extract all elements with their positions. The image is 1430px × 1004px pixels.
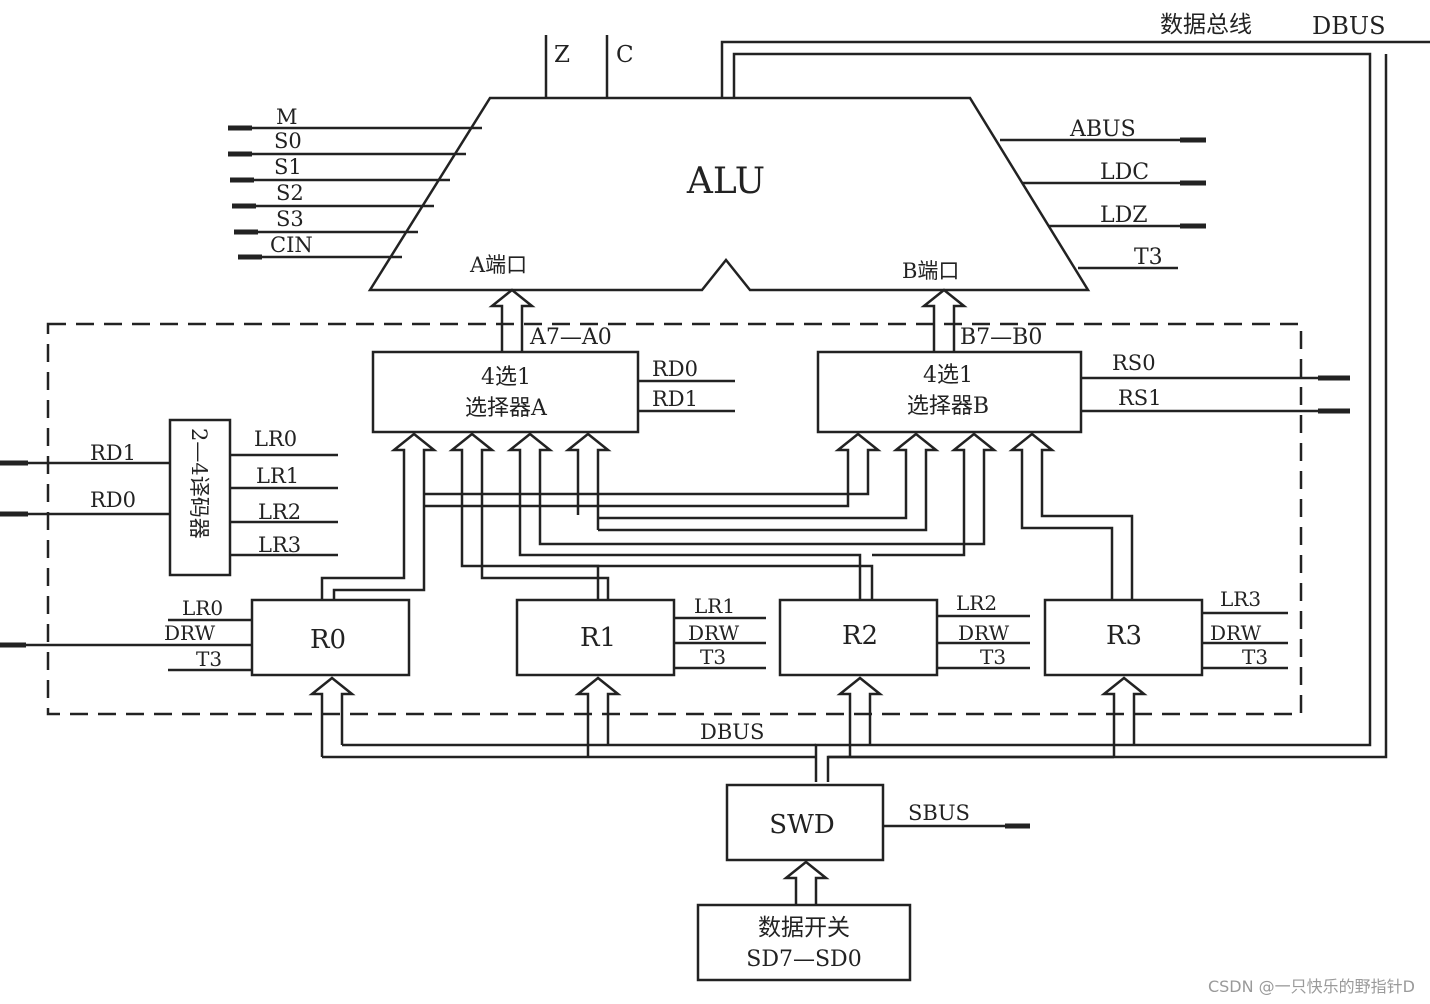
data-switch-line1: 数据开关 — [758, 915, 850, 941]
register-r2-lr: LR2 — [956, 591, 997, 615]
register-r1-name: R1 — [580, 623, 616, 653]
bus-title-cn: 数据总线 — [1160, 12, 1252, 38]
decoder-lines — [0, 453, 338, 557]
alu-input-s2: S2 — [276, 181, 304, 205]
register-r3-name: R3 — [1106, 621, 1142, 651]
register-r2-t3: T3 — [980, 645, 1006, 669]
register-r1-lr: LR1 — [694, 594, 735, 618]
decoder-output-lr3: LR3 — [258, 533, 301, 557]
alu-input-m: M — [276, 105, 298, 129]
register-control-lines — [0, 611, 1288, 672]
alu-title: ALU — [686, 161, 765, 202]
mux-b-input-arrows — [834, 432, 1056, 490]
swd-name: SWD — [769, 810, 834, 840]
alu-signal-t3: T3 — [1134, 245, 1163, 270]
mux-a-signal-rd0: RD0 — [652, 357, 698, 381]
flag-c: C — [616, 42, 634, 68]
mux-b-line2: 选择器B — [907, 394, 989, 419]
register-r3 — [1043, 598, 1204, 677]
register-r3-t3: T3 — [1242, 645, 1268, 669]
bus-b-arrow — [920, 288, 968, 352]
lower-dbus — [322, 743, 1114, 759]
dbus-label: DBUS — [700, 720, 764, 744]
register-r1 — [515, 598, 676, 677]
decoder-output-lr0: LR0 — [254, 427, 297, 451]
decoder-input-rd1: RD1 — [90, 441, 136, 465]
alu-right-signals — [1000, 137, 1206, 270]
alu-input-s1: S1 — [274, 155, 302, 179]
alu-left-inputs — [228, 125, 482, 260]
mux-b-signal-rs0: RS0 — [1112, 351, 1156, 375]
mux-b-signal-rs1: RS1 — [1118, 386, 1162, 410]
alu-port-a: A端口 — [469, 253, 527, 277]
dbus-register-arrows — [308, 676, 1148, 757]
alu-input-s0: S0 — [274, 129, 302, 153]
bus-b-label: B7—B0 — [960, 325, 1042, 350]
bus-title-en: DBUS — [1312, 12, 1386, 40]
mux-a-input-arrows — [390, 432, 612, 490]
register-r0-t3: T3 — [196, 647, 222, 671]
register-r2-drw: DRW — [958, 621, 1010, 645]
mux-a-line2: 选择器A — [465, 396, 548, 421]
alu-input-s3: S3 — [276, 207, 304, 231]
decoder-input-rd0: RD0 — [90, 488, 136, 512]
alu-signal-abus: ABUS — [1069, 117, 1136, 142]
mux-b-block — [816, 350, 1083, 434]
register-r2 — [778, 598, 939, 677]
decoder-output-lr1: LR1 — [256, 464, 299, 488]
register-r1-t3: T3 — [700, 645, 726, 669]
swd-block — [725, 783, 885, 862]
register-r3-drw: DRW — [1210, 621, 1262, 645]
decoder-block — [168, 418, 232, 577]
switch-to-swd-arrow — [782, 860, 830, 905]
alu-signal-ldz: LDZ — [1100, 203, 1148, 228]
register-r0-lr: LR0 — [182, 596, 223, 620]
mux-a-line1: 4选1 — [481, 365, 531, 390]
sbus-label: SBUS — [908, 801, 970, 825]
alu-port-b: B端口 — [902, 259, 959, 283]
register-to-mux-wiring — [320, 490, 1134, 600]
decoder-label: 2—4译码器 — [187, 428, 211, 539]
register-r0 — [250, 598, 411, 677]
flag-z: Z — [554, 42, 570, 68]
register-r2-name: R2 — [842, 621, 878, 651]
bus-a-arrow — [488, 288, 536, 352]
register-r3-lr: LR3 — [1220, 587, 1261, 611]
register-r0-drw: DRW — [164, 621, 216, 645]
mux-a-block — [371, 350, 640, 434]
mux-b-line1: 4选1 — [923, 363, 973, 388]
data-switch-block — [696, 903, 912, 982]
bus-a-label: A7—A0 — [529, 325, 612, 350]
data-switch-line2: SD7—SD0 — [746, 947, 861, 972]
mux-a-signal-rd1: RD1 — [652, 387, 698, 411]
alu-signal-ldc: LDC — [1100, 160, 1149, 185]
register-r1-drw: DRW — [688, 621, 740, 645]
watermark: CSDN @一只快乐的野指针D — [1208, 977, 1415, 996]
register-r0-name: R0 — [310, 625, 346, 655]
mux-a-signal-lines — [638, 379, 735, 413]
alu-block — [367, 96, 1091, 292]
mux-b-signal-lines — [1081, 375, 1350, 414]
register-file-boundary — [46, 322, 1303, 716]
alu-input-cin: CIN — [270, 233, 313, 257]
decoder-output-lr2: LR2 — [258, 500, 301, 524]
